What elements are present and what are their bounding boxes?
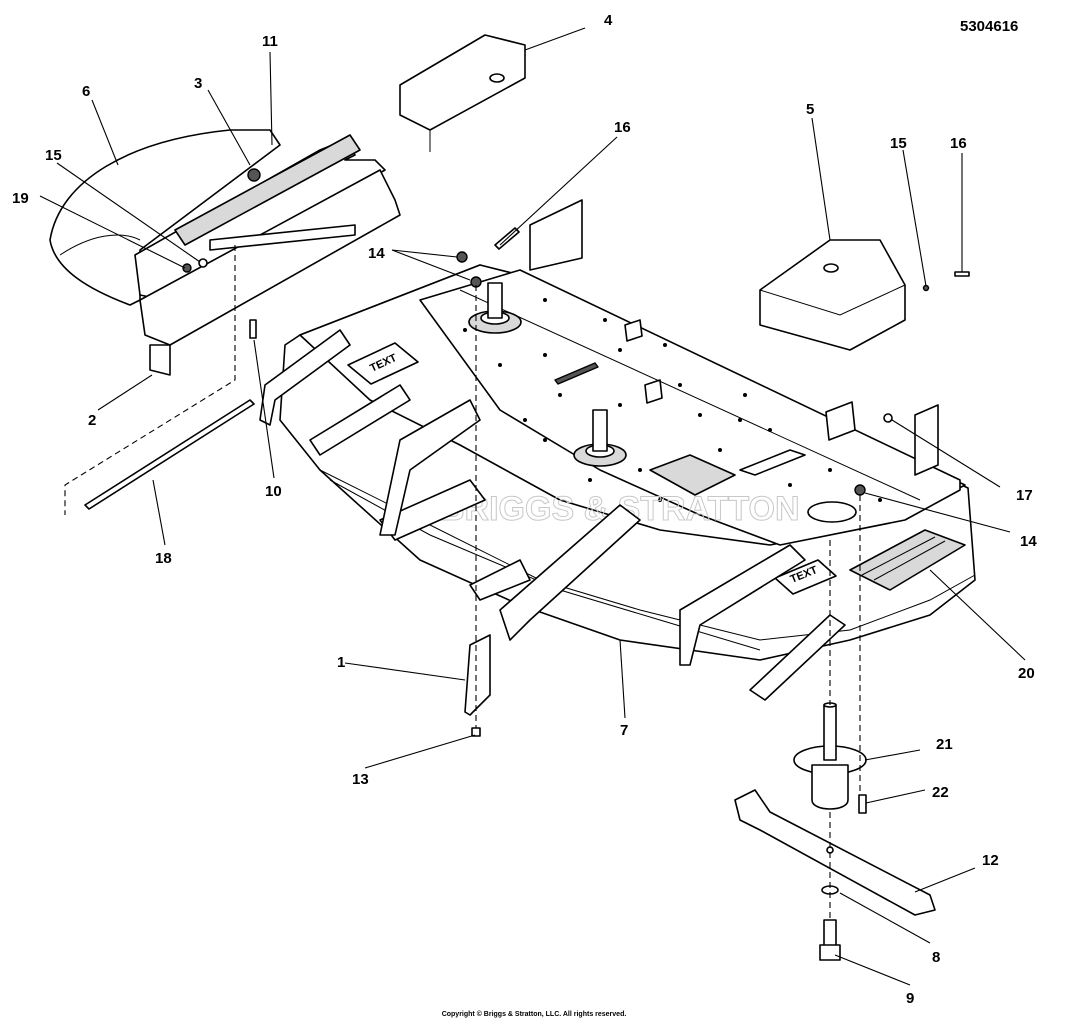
callout-9: 9 (906, 990, 914, 1007)
bolt-13[interactable] (471, 727, 481, 737)
callout-14b: 14 (1020, 533, 1037, 550)
hardware-16b[interactable] (954, 271, 970, 277)
callout-15a: 15 (45, 147, 62, 164)
callout-15b: 15 (890, 135, 907, 152)
callout-11: 11 (262, 33, 278, 50)
callout-16a: 16 (614, 119, 631, 136)
copyright-notice: Copyright © Briggs & Stratton, LLC. All … (441, 1011, 627, 1018)
spindle-cover-left[interactable] (399, 34, 526, 152)
callouts: 1 2 3 4 5 6 7 8 9 10 11 12 13 14 14 15 1… (12, 12, 1037, 1007)
callout-2: 2 (88, 412, 96, 429)
leader-lines (39, 27, 1026, 986)
callout-10: 10 (265, 483, 282, 500)
callout-3: 3 (194, 75, 202, 92)
callout-5: 5 (806, 101, 814, 118)
callout-22: 22 (932, 784, 949, 801)
callout-4: 4 (604, 12, 613, 29)
step-pad[interactable] (849, 529, 966, 591)
rod-dashed-outline (64, 245, 236, 515)
callout-14a: 14 (368, 245, 385, 262)
callout-16b: 16 (950, 135, 967, 152)
spindle-cover-right[interactable] (759, 239, 906, 351)
callout-19: 19 (12, 190, 29, 207)
hardware-15b[interactable] (922, 284, 930, 292)
mower-deck[interactable]: TEXT TEXT BRIGGS & STRATTON (259, 199, 976, 701)
blade-bolt-9[interactable] (819, 919, 841, 961)
callout-8: 8 (932, 949, 940, 966)
callout-18: 18 (155, 550, 172, 567)
bracket-1[interactable] (464, 634, 491, 716)
bolt-22[interactable] (858, 794, 867, 814)
hardware-19[interactable] (182, 263, 192, 273)
callout-6: 6 (82, 83, 90, 100)
hardware-nut-3[interactable] (247, 168, 261, 182)
hardware-bolt-10[interactable] (249, 319, 257, 339)
chute-rod[interactable] (84, 399, 255, 510)
spindle-assembly[interactable] (793, 702, 867, 810)
callout-21: 21 (936, 736, 953, 753)
hardware-15a[interactable] (198, 258, 208, 268)
callout-17: 17 (1016, 487, 1033, 504)
hardware-14b[interactable] (854, 484, 866, 496)
callout-20: 20 (1018, 665, 1035, 682)
callout-7: 7 (620, 722, 628, 739)
callout-12: 12 (982, 852, 999, 869)
callout-13: 13 (352, 771, 369, 788)
diagram-number: 5304616 (960, 18, 1019, 35)
hardware-17[interactable] (883, 413, 893, 423)
callout-1: 1 (337, 654, 345, 671)
